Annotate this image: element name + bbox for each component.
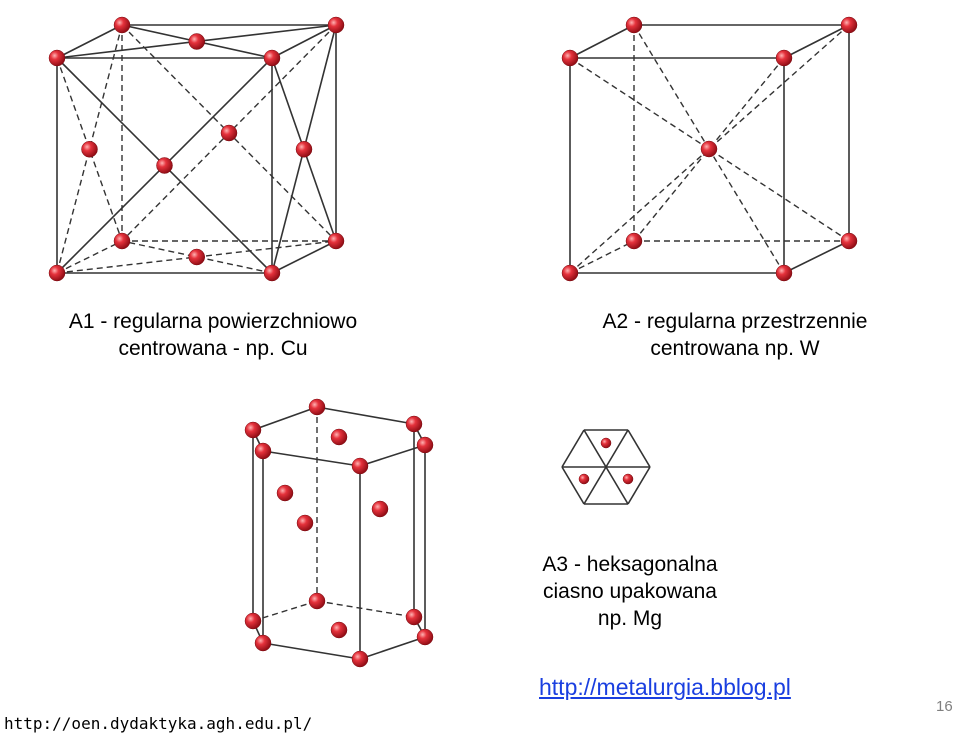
cube-edge <box>783 240 850 274</box>
body-diagonal <box>633 148 710 242</box>
hexagon-edge <box>359 636 426 660</box>
hexagon-edge <box>262 642 361 660</box>
atom <box>244 421 262 439</box>
body-diagonal <box>708 148 785 274</box>
atom <box>244 612 262 630</box>
atom <box>405 415 423 433</box>
atom <box>156 157 173 174</box>
atom <box>578 473 590 485</box>
atom <box>840 232 858 250</box>
caption-line: A3 - heksagonalna <box>542 553 718 576</box>
body-diagonal <box>708 24 850 150</box>
metalurgia-link[interactable]: http://metalurgia.bblog.pl <box>539 674 791 700</box>
hexagon-edge <box>316 406 415 425</box>
page-number: 16 <box>936 698 953 715</box>
bcc-cell-diagram <box>561 16 858 282</box>
atom <box>625 16 643 34</box>
caption-a1-fcc: A1 - regularna powierzchniowo centrowana… <box>18 308 408 362</box>
atom <box>600 437 612 449</box>
hexagon-edge <box>262 450 361 467</box>
atom <box>330 621 348 639</box>
atom <box>263 49 281 67</box>
source-url: http://oen.dydaktyka.agh.edu.pl/ <box>4 714 313 733</box>
atom <box>296 514 314 532</box>
atom <box>220 124 238 142</box>
atom <box>371 500 389 518</box>
hidden-face-diagonal <box>56 24 123 274</box>
caption-line: A1 - regularna powierzchniowo <box>68 310 358 333</box>
caption-a3-hcp: A3 - heksagonalna ciasno upakowana np. M… <box>480 551 780 632</box>
atom <box>81 141 98 158</box>
atom <box>263 264 281 282</box>
body-diagonal <box>569 57 710 150</box>
hexagon-edge <box>359 444 426 467</box>
atom <box>405 608 423 626</box>
hexagon-edge <box>627 466 651 505</box>
atom <box>188 33 205 50</box>
hexagon-edge <box>252 406 318 431</box>
caption-a2-bcc: A2 - regularna przestrzennie centrowana … <box>540 308 930 362</box>
cube-edge <box>569 24 635 59</box>
atom <box>561 264 579 282</box>
caption-line: A2 - regularna przestrzennie <box>602 310 868 333</box>
body-diagonal <box>708 148 850 242</box>
hexagon-edge <box>627 429 651 468</box>
hcp-cell-diagram <box>244 398 434 668</box>
atom <box>113 16 131 34</box>
atom <box>308 592 326 610</box>
hidden-face-diagonal <box>56 57 123 242</box>
caption-line: centrowana - np. Cu <box>118 337 308 360</box>
hexagon-diagonal <box>583 429 629 505</box>
atom <box>625 232 643 250</box>
atom <box>330 428 348 446</box>
atom <box>276 484 294 502</box>
atom <box>840 16 858 34</box>
cube-edge <box>271 240 337 274</box>
atom <box>416 436 434 454</box>
hidden-cube-edge <box>569 240 635 274</box>
hidden-face-diagonal <box>121 240 273 274</box>
hexagon-edge <box>561 466 585 505</box>
body-diagonal <box>708 57 785 150</box>
atom <box>48 49 66 67</box>
body-diagonal <box>569 148 710 274</box>
atom <box>351 650 369 668</box>
atom <box>48 264 66 282</box>
caption-line: np. Mg <box>597 607 663 630</box>
atom <box>113 232 131 250</box>
body-diagonal <box>633 24 710 150</box>
atom <box>775 264 793 282</box>
cube-edge <box>271 24 337 59</box>
atom <box>188 248 205 266</box>
atom <box>622 473 634 485</box>
atom <box>561 49 579 67</box>
hidden-hexagon-edge <box>316 600 415 618</box>
hexagon-layer-diagram <box>561 429 651 505</box>
fcc-cell-diagram <box>48 16 345 282</box>
atom <box>416 628 434 646</box>
atom <box>775 49 793 67</box>
caption-line: centrowana np. W <box>650 337 820 360</box>
atom <box>254 634 272 652</box>
cube-edge <box>56 24 123 59</box>
atom <box>700 140 718 158</box>
atom <box>254 442 272 460</box>
atom <box>327 232 345 250</box>
hexagon-edge <box>561 429 585 468</box>
atom <box>308 398 326 416</box>
caption-line: ciasno upakowana <box>543 580 717 603</box>
cube-edge <box>783 24 850 59</box>
atom <box>327 16 345 34</box>
atom <box>351 457 369 475</box>
atom <box>295 141 313 158</box>
hidden-cube-edge <box>56 240 123 274</box>
